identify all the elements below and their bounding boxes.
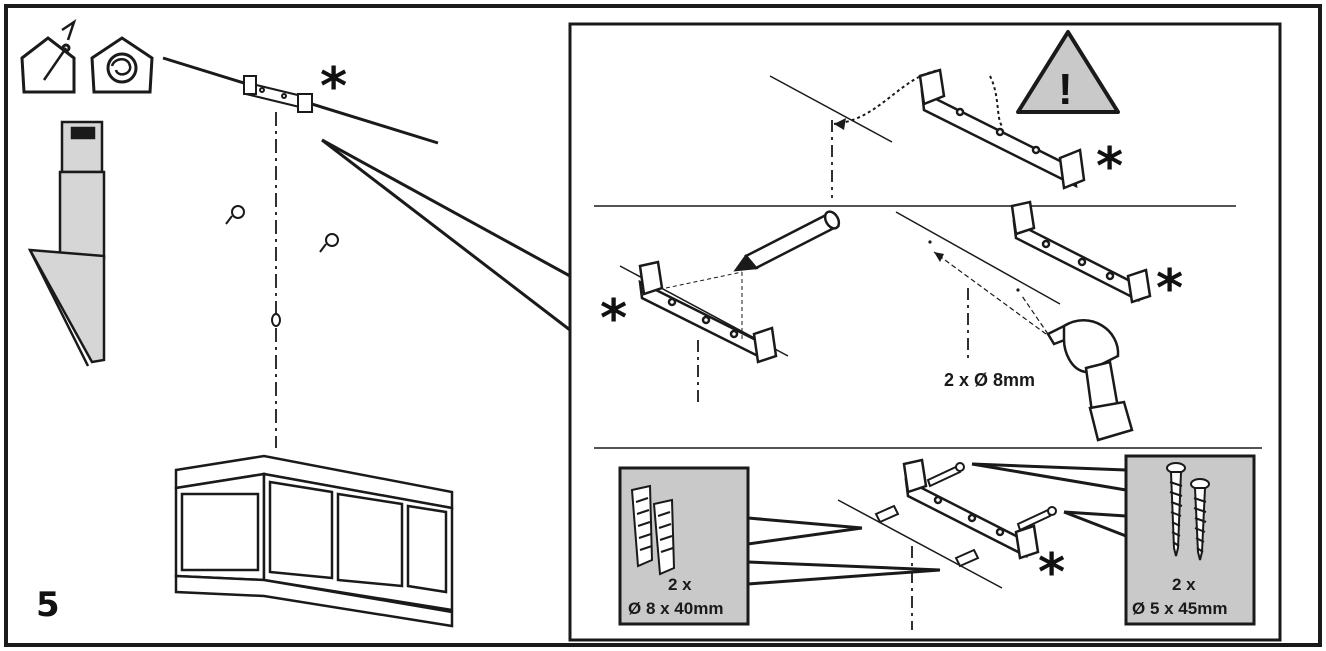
asterisk-mark: * — [600, 289, 627, 349]
wall-bracket-fix — [902, 458, 1040, 560]
screw-fix-icon — [926, 462, 1057, 532]
hole-marker — [271, 313, 281, 327]
wall-bracket-top — [918, 68, 1086, 190]
left-scene: * — [20, 18, 571, 628]
screw-icon — [225, 205, 339, 253]
chimney-hood — [27, 120, 106, 367]
plugs-size-label: Ø 8 x 40mm — [628, 599, 723, 618]
plugs-qty-label: 2 x — [668, 575, 692, 594]
wall-bracket-small — [242, 75, 314, 113]
section-fix-bracket: 2 x Ø 8 x 40mm * — [618, 454, 1256, 630]
drill-hole-label: 2 x Ø 8mm — [944, 370, 1035, 390]
plug-in-wall-icon — [874, 504, 980, 568]
wall-bracket-drill — [1010, 200, 1152, 304]
warning-triangle-icon: ! — [1016, 30, 1120, 114]
pencil-icon — [733, 210, 841, 272]
wall-bracket-marking — [638, 260, 778, 364]
section-mark-drill: * * 2 x Ø 8mm — [600, 200, 1183, 442]
step-number: 5 — [36, 585, 60, 625]
wall-plug-icon — [630, 484, 676, 576]
asterisk-fix: * — [1038, 543, 1065, 603]
asterisk-top: * — [1096, 137, 1123, 197]
kitchen-cabinets — [174, 454, 454, 628]
section-check-level: ! * — [769, 30, 1123, 198]
screws-size-label: Ø 5 x 45mm — [1132, 599, 1227, 618]
drill-icon — [1046, 319, 1134, 442]
house-install-icon — [20, 18, 77, 94]
plugs-callouts — [747, 516, 941, 586]
screws-callouts — [971, 462, 1127, 538]
house-recirculation-icon — [90, 36, 154, 94]
callout-lines — [321, 138, 571, 332]
warning-symbol: ! — [1058, 65, 1073, 114]
screws-qty-label: 2 x — [1172, 575, 1196, 594]
asterisk-drill: * — [1156, 259, 1183, 319]
asterisk-wall: * — [320, 57, 347, 117]
wood-screw-icon — [1166, 462, 1210, 561]
